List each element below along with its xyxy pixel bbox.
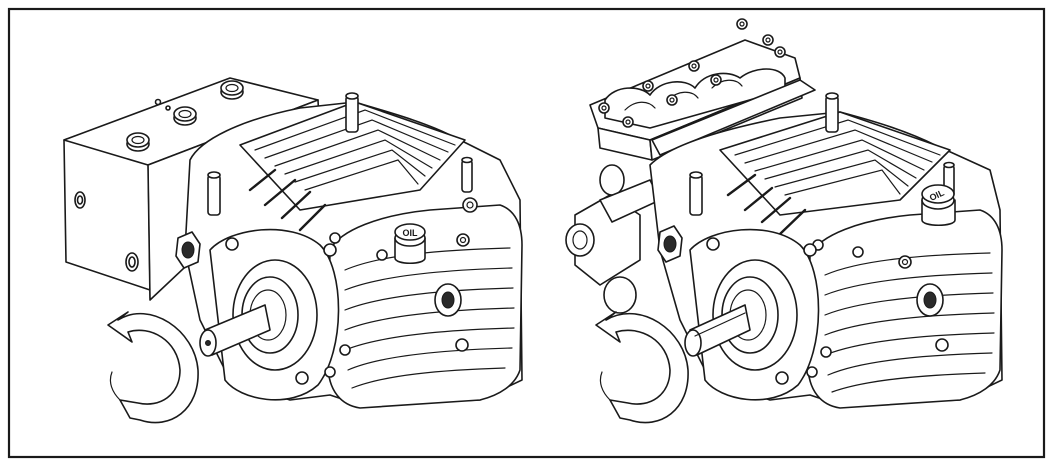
housing-post [689,171,703,216]
rear-cover [807,209,1003,409]
head-bolt [642,80,654,92]
left-pump-drawing: OIL [63,77,523,424]
oil-cap: OIL [921,184,956,227]
head-bolt [774,46,786,58]
cooling-fins-top [726,119,941,236]
border-line [7,7,1046,459]
head-bolt [666,94,678,106]
front-flange [209,228,340,401]
head-bolt [710,74,722,86]
side-plug [916,283,944,317]
manifold-plug [173,106,197,126]
manifold-plug [220,80,244,100]
cooling-fins-rear [824,252,995,393]
housing-post [461,156,473,193]
rear-cover [327,197,523,409]
head-bolt [622,116,634,128]
front-flange [689,228,820,401]
rotation-arrow-icon [107,311,199,424]
head-bolt [736,18,748,30]
housing-post [207,171,221,216]
side-plug [434,283,462,317]
head-bolt [688,60,700,72]
cooling-fins-top [248,109,456,232]
valve-head [589,18,816,161]
head-bolt [598,102,610,114]
housing-post [825,92,839,133]
drive-shaft [684,304,751,357]
right-pump-drawing: OIL [565,18,1003,424]
housing-post [345,92,359,133]
rotation-arrow-icon [595,311,689,424]
head-bolt [762,34,774,46]
side-nut [657,225,683,263]
side-nut [175,231,201,269]
manifold-plug [126,132,150,152]
oil-cap-label: OIL [403,228,419,238]
oil-cap: OIL [394,223,426,265]
manifold-ports [565,164,661,314]
drive-shaft [199,304,271,357]
